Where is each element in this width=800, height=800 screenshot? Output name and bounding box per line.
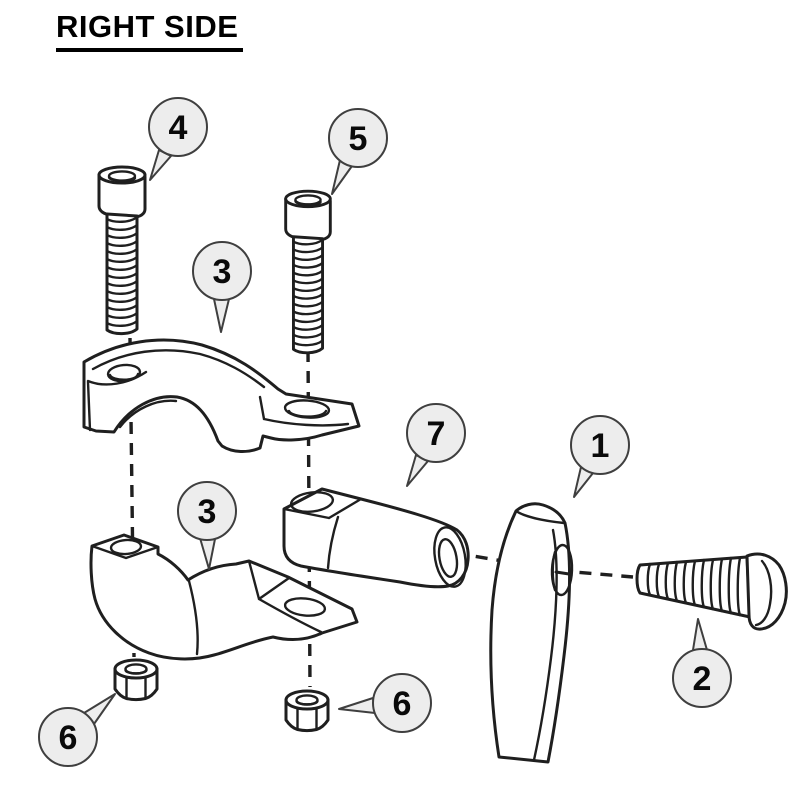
callout-label: 2: [693, 660, 712, 698]
mount-hole: [289, 491, 335, 513]
callout-6-right: 6: [338, 673, 432, 733]
callout-label: 7: [427, 415, 446, 453]
part-clamp-lower: [89, 533, 359, 661]
page-title: RIGHT SIDE: [56, 9, 244, 52]
part-hex-nut-left: [113, 658, 159, 702]
callout-3-upper: 3: [192, 241, 252, 333]
bolt-hole: [106, 363, 142, 383]
callout-4: 4: [148, 97, 208, 181]
callout-label: 3: [213, 253, 232, 291]
callout-bubble: [406, 403, 466, 463]
callout-3-lower: 3: [177, 481, 237, 570]
part-hex-nut-right: [284, 689, 330, 733]
callout-bubble: [148, 97, 208, 157]
part-spacer: [282, 487, 470, 589]
callout-6-left: 6: [38, 693, 116, 767]
bore-hole: [437, 538, 459, 578]
callout-bubble: [192, 241, 252, 301]
callout-label: 4: [169, 109, 188, 147]
callout-bubble: [177, 481, 237, 541]
callout-bubble: [372, 673, 432, 733]
callout-7: 7: [406, 403, 466, 487]
part-clamp-upper: [82, 338, 361, 453]
callout-label: 1: [591, 427, 610, 465]
part-button-head-screw: [635, 552, 788, 631]
part-lever: [489, 502, 574, 764]
callout-5: 5: [328, 108, 388, 195]
callout-bubble: [570, 415, 630, 475]
callout-bubble: [672, 648, 732, 708]
bolt-hole: [283, 597, 327, 617]
part-socket-head-screw-left: [97, 165, 147, 336]
callout-label: 6: [393, 685, 412, 723]
callout-2: 2: [672, 618, 732, 708]
part-socket-head-screw-right: [284, 189, 332, 355]
bolt-hole: [109, 538, 143, 556]
callout-bubble: [38, 707, 98, 767]
callout-1: 1: [570, 415, 630, 498]
callout-label: 3: [198, 493, 217, 531]
callout-label: 6: [59, 719, 78, 757]
callout-bubble: [328, 108, 388, 168]
callout-label: 5: [349, 120, 368, 158]
